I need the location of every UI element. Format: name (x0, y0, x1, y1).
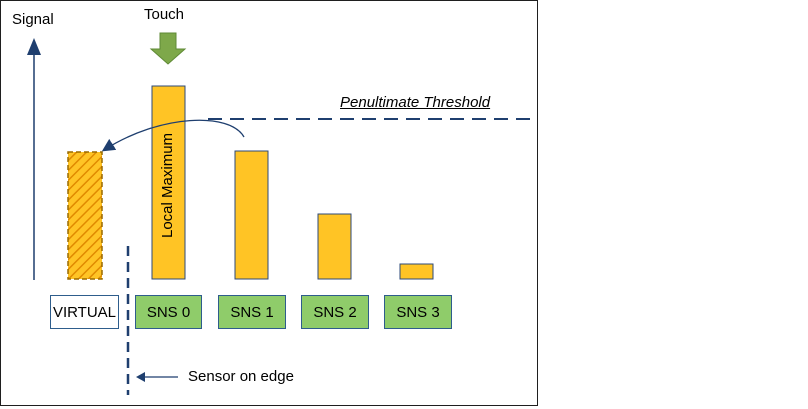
bar-virtual (67, 151, 103, 280)
touch-label: Touch (144, 6, 185, 23)
bar-sns1 (234, 150, 269, 280)
bar-sns0 (151, 85, 186, 280)
sensor-on-edge-label: Sensor on edge (188, 368, 294, 385)
signal-axis-arrowhead (27, 38, 41, 55)
sensor-virtual: VIRTUAL (50, 295, 119, 329)
sensor-sns2: SNS 2 (301, 295, 369, 329)
threshold-label: Penultimate Threshold (340, 94, 491, 111)
touch-arrow-icon (149, 32, 187, 65)
sensor-edge-pointer-arrowhead (136, 372, 145, 382)
signal-axis-label: Signal (12, 11, 54, 28)
local-maximum-label: Local Maximum (159, 132, 176, 238)
sensor-sns1: SNS 1 (218, 295, 286, 329)
sensor-sns3: SNS 3 (384, 295, 452, 329)
bar-sns3 (399, 263, 434, 280)
sensor-sns0: SNS 0 (135, 295, 202, 329)
bar-sns2 (317, 213, 352, 280)
projection-curve-arrow (101, 119, 245, 152)
